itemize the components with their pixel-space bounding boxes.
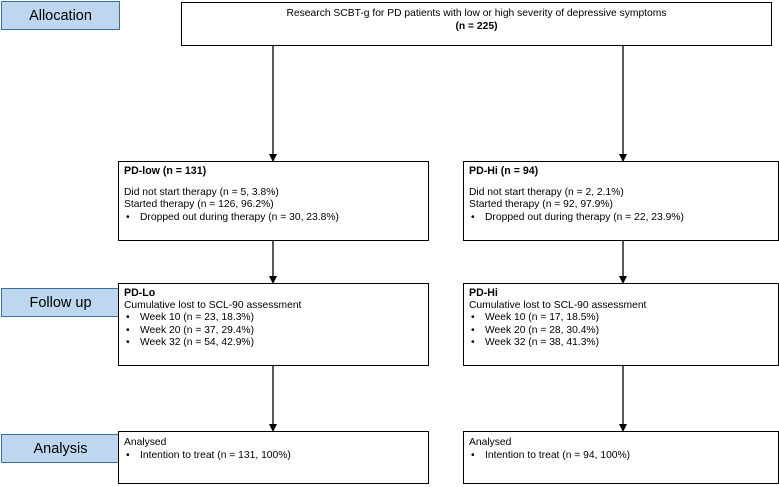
- pd-hi-did-not-start: Did not start therapy (n = 2, 2.1%): [469, 186, 624, 198]
- pd-hi-analysis-box: Analysed Intention to treat (n = 94, 100…: [463, 431, 779, 484]
- enrolment-description: Research SCBT-g for PD patients with low…: [286, 8, 667, 19]
- pd-hi-followup-box: PD-Hi Cumulative lost to SCL-90 assessme…: [463, 283, 779, 366]
- pd-lo-week-20: Week 20 (n = 37, 29.4%): [124, 325, 423, 338]
- stage-label-analysis: Analysis: [1, 434, 120, 463]
- enrolment-box: Research SCBT-g for PD patients with low…: [181, 2, 772, 46]
- pd-hi-followup-title: PD-Hi: [469, 287, 498, 299]
- pd-low-did-not-start: Did not start therapy (n = 5, 3.8%): [124, 186, 279, 198]
- pd-low-allocation-box: PD-low (n = 131) Did not start therapy (…: [118, 161, 429, 241]
- pd-lo-followup-subtitle: Cumulative lost to SCL-90 assessment: [124, 299, 302, 311]
- pd-hi-allocation-box: PD-Hi (n = 94) Did not start therapy (n …: [463, 161, 779, 241]
- pd-lo-followup-title: PD-Lo: [124, 287, 156, 299]
- stage-label-follow-up: Follow up: [1, 288, 120, 317]
- stage-label-allocation: Allocation: [1, 1, 120, 30]
- pd-hi-intention-to-treat: Intention to treat (n = 94, 100%): [469, 450, 773, 463]
- pd-lo-analysed-title: Analysed: [124, 437, 167, 448]
- pd-low-started: Started therapy (n = 126, 96.2%): [124, 199, 274, 211]
- pd-lo-week-32: Week 32 (n = 54, 42.9%): [124, 337, 423, 350]
- enrolment-total: (n = 225): [455, 20, 498, 32]
- pd-lo-analysis-box: Analysed Intention to treat (n = 131, 10…: [118, 431, 429, 484]
- pd-lo-week-10: Week 10 (n = 23, 18.3%): [124, 312, 423, 325]
- pd-lo-followup-box: PD-Lo Cumulative lost to SCL-90 assessme…: [118, 283, 429, 366]
- pd-low-dropped-out: Dropped out during therapy (n = 30, 23.8…: [124, 212, 423, 225]
- pd-lo-intention-to-treat: Intention to treat (n = 131, 100%): [124, 450, 423, 463]
- pd-hi-analysed-title: Analysed: [469, 437, 512, 448]
- pd-hi-week-20: Week 20 (n = 28, 30.4%): [469, 325, 773, 338]
- pd-low-title: PD-low (n = 131): [124, 165, 207, 177]
- pd-hi-week-32: Week 32 (n = 38, 41.3%): [469, 337, 773, 350]
- pd-hi-followup-subtitle: Cumulative lost to SCL-90 assessment: [469, 299, 647, 311]
- pd-hi-dropped-out: Dropped out during therapy (n = 22, 23.9…: [469, 212, 773, 225]
- pd-hi-started: Started therapy (n = 92, 97.9%): [469, 199, 613, 211]
- pd-hi-week-10: Week 10 (n = 17, 18.5%): [469, 312, 773, 325]
- pd-hi-title: PD-Hi (n = 94): [469, 165, 539, 177]
